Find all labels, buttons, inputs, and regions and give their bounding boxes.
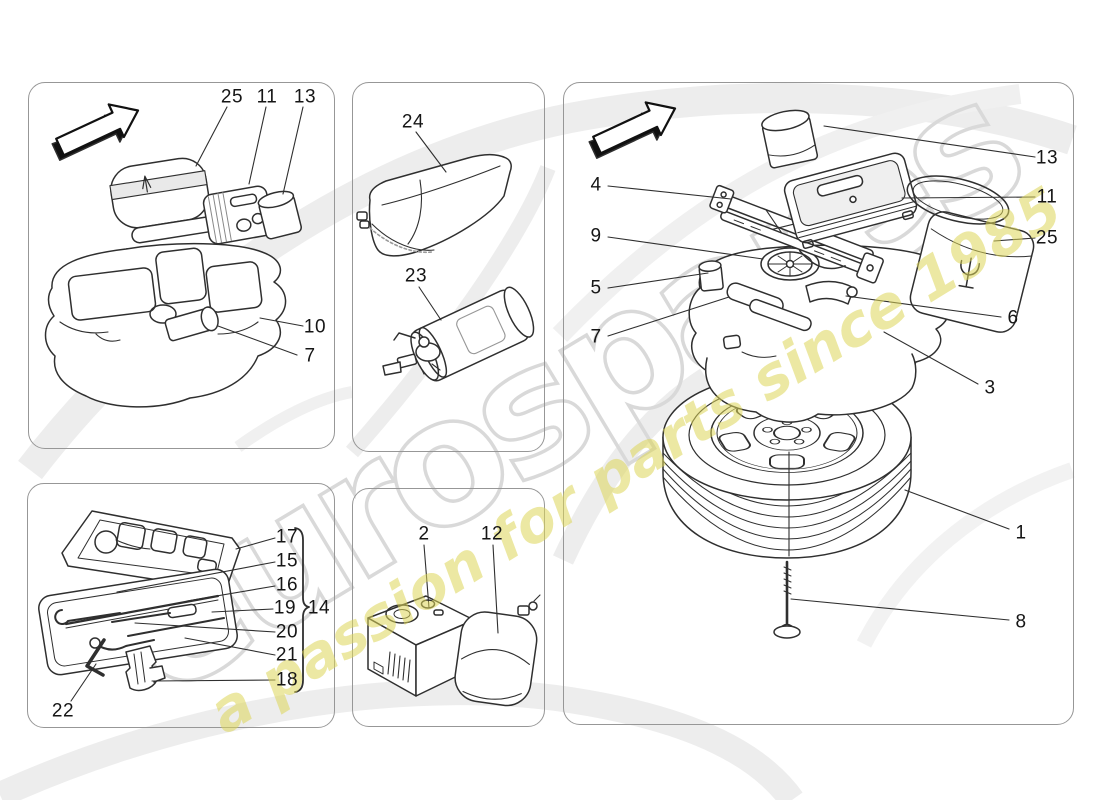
trident-mark-icon — [142, 175, 152, 193]
panel-bag-extinguisher — [352, 82, 545, 452]
compressor-drawing — [367, 595, 475, 697]
rod-tool-drawing — [64, 594, 220, 626]
callout-24: 24 — [401, 111, 425, 133]
wheel-foam-tray-drawing — [688, 235, 951, 423]
strap-pouch-drawing — [109, 157, 232, 244]
maserati-trident-icon — [958, 257, 981, 289]
callout-2: 2 — [418, 523, 430, 545]
callout-7b: 7 — [590, 326, 602, 348]
callout-13b: 13 — [1035, 147, 1059, 169]
wheel-chock-drawing — [125, 645, 166, 692]
group-bracket — [294, 527, 310, 693]
callout-25b: 25 — [1035, 227, 1059, 249]
allen-key-drawing — [85, 638, 106, 677]
callout-18: 18 — [275, 669, 299, 691]
callout-12: 12 — [480, 523, 504, 545]
roll-canister-drawing — [761, 109, 819, 169]
maserati-bag-drawing — [906, 175, 1035, 333]
panel-spare-wheel-kit — [563, 82, 1074, 725]
callout-8: 8 — [1015, 611, 1027, 633]
handle-recess-drawing — [805, 280, 855, 305]
callout-17: 17 — [275, 526, 299, 548]
callout-19: 19 — [273, 597, 297, 619]
callout-6: 6 — [1007, 307, 1019, 329]
callout-22: 22 — [51, 700, 75, 722]
compressor-bag-drawing — [454, 594, 541, 707]
callout-11b: 11 — [1036, 186, 1058, 208]
callout-25: 25 — [220, 86, 244, 108]
callout-10: 10 — [303, 316, 327, 338]
callout-16: 16 — [275, 574, 299, 596]
canister-drawing — [257, 190, 302, 240]
callout-23: 23 — [404, 265, 428, 287]
tool-bag-drawing — [356, 153, 512, 257]
panel-compressor-kit — [352, 488, 545, 727]
callout-14: 14 — [307, 597, 331, 619]
tagline-watermark-text: a passion for parts since 1985 — [197, 173, 1074, 747]
callout-1: 1 — [1015, 522, 1027, 544]
callout-5: 5 — [590, 277, 602, 299]
callout-20: 20 — [275, 621, 299, 643]
leader-lines — [70, 106, 1036, 702]
foam-tray-drawing — [44, 242, 287, 408]
callout-21: 21 — [275, 644, 299, 666]
callout-3: 3 — [984, 377, 996, 399]
callout-7: 7 — [304, 345, 316, 367]
wheel-bolt-drawing — [773, 560, 801, 639]
warning-triangle-case-drawing — [783, 152, 918, 249]
wrench-drawing — [54, 609, 121, 625]
panel-tool-kit — [27, 483, 335, 728]
callout-4: 4 — [590, 174, 602, 196]
callout-11: 11 — [256, 86, 278, 108]
panel-storage-tray — [28, 82, 335, 449]
fire-extinguisher-drawing — [382, 286, 535, 382]
callout-9: 9 — [590, 225, 602, 247]
callout-15: 15 — [275, 550, 299, 572]
callout-13: 13 — [293, 86, 317, 108]
